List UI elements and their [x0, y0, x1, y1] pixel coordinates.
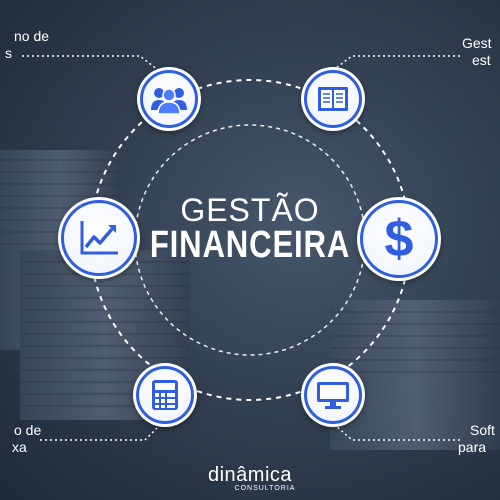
growth-chart-icon [80, 221, 118, 255]
calculator-icon [152, 380, 178, 410]
node-team [137, 67, 201, 131]
center-title-line1: GESTÃO [180, 192, 320, 228]
brand-name: dinâmica [207, 464, 293, 486]
node-monitor [301, 363, 365, 427]
center-title-line2: FINANCEIRA [149, 224, 351, 266]
document-icon [318, 87, 348, 111]
node-growth [58, 197, 140, 279]
monitor-icon [317, 382, 349, 409]
brand-tagline: CONSULTORIA [234, 485, 296, 492]
label-top-right: Gest est [462, 35, 492, 68]
label-bottom-left: o de xa [12, 422, 42, 455]
dollar-icon: $ [384, 210, 414, 268]
team-icon [151, 88, 187, 114]
node-dollar: $ [357, 197, 441, 281]
label-bottom-right: Soft para [458, 422, 495, 455]
node-calculator [133, 363, 197, 427]
brand-logo: dinâmica CONSULTORIA [190, 465, 310, 492]
label-top-left: no de s [5, 28, 50, 61]
node-document [301, 67, 365, 131]
